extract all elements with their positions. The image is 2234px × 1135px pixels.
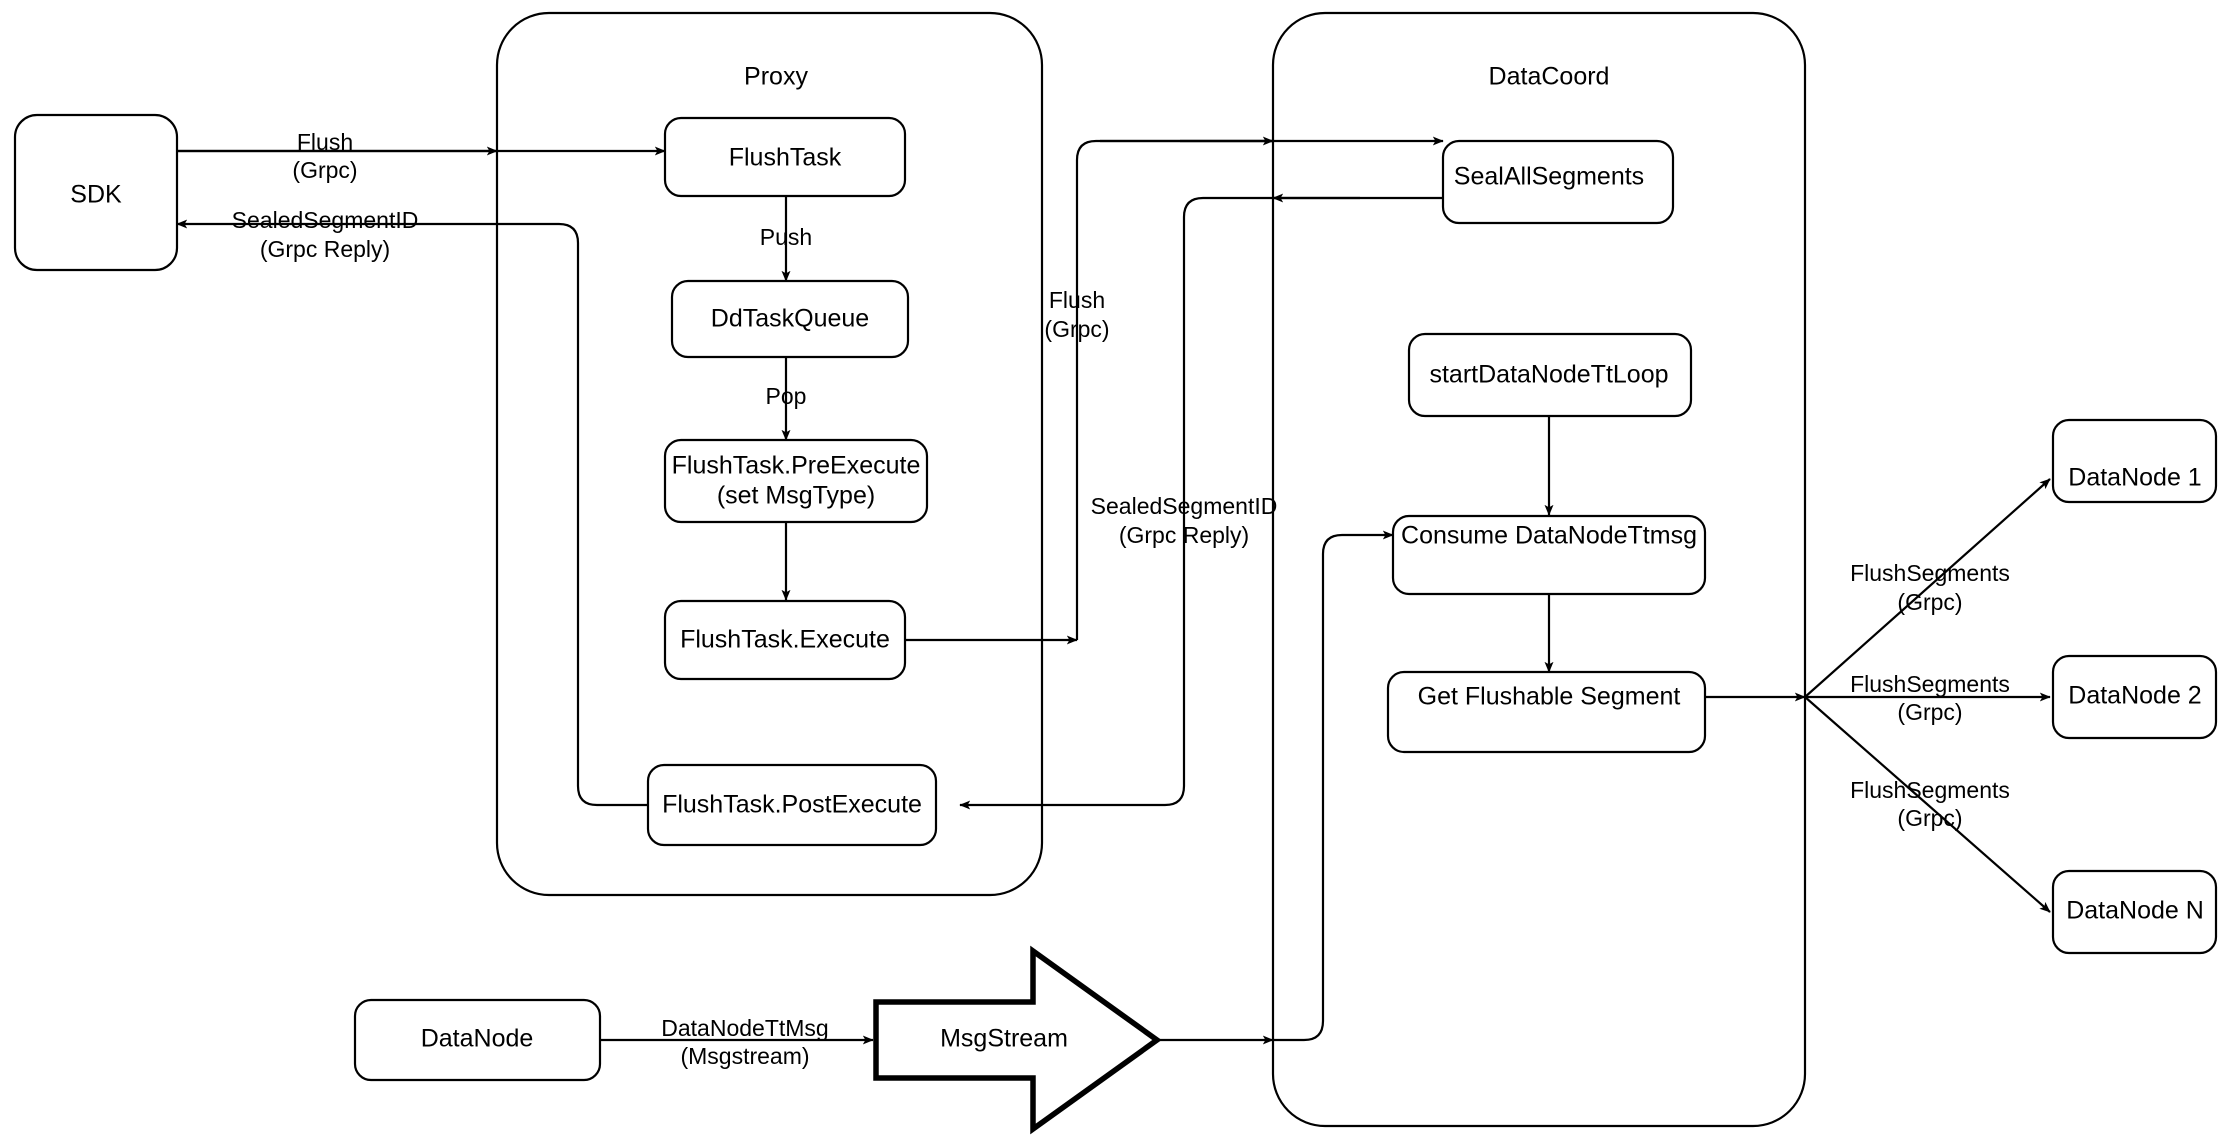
datanode-1-box[interactable] xyxy=(2051,418,2218,504)
consume-datanodettmsg-box[interactable] xyxy=(1391,514,1707,596)
node-get-flushable-segment[interactable]: Get Flushable Segment xyxy=(1386,670,1707,754)
node-ddtaskqueue[interactable]: DdTaskQueue xyxy=(670,279,910,359)
startdatanodettloop-label: startDataNodeTtLoop xyxy=(1429,361,1668,389)
edge-label-flushsegments-n-line2: (Grpc) xyxy=(1897,805,1962,831)
datanode-n-label: DataNode N xyxy=(2066,897,2204,925)
edge-label-flushsegments-1-line2: (Grpc) xyxy=(1897,589,1962,615)
ddtaskqueue-box[interactable] xyxy=(670,279,910,359)
datanode-n-box[interactable] xyxy=(2051,869,2218,955)
preexecute-label-line1: FlushTask.PreExecute xyxy=(672,452,921,480)
edge-label-datanodettmsg-line2: (Msgstream) xyxy=(680,1043,809,1069)
execute-box[interactable] xyxy=(663,599,907,681)
datanode-source-box[interactable] xyxy=(353,998,602,1082)
datacoord-group-label: DataCoord xyxy=(1489,63,1610,91)
sdk-label: SDK xyxy=(70,181,122,209)
group-datacoord: DataCoord xyxy=(1271,11,1807,1128)
startdatanodettloop-box[interactable] xyxy=(1407,332,1693,418)
ddtaskqueue-label: DdTaskQueue xyxy=(711,305,869,333)
edge-label-coord-reply-line1: SealedSegmentID xyxy=(1091,493,1278,519)
datanode-2-box[interactable] xyxy=(2051,654,2218,740)
sealallsegments-box[interactable] xyxy=(1441,139,1675,225)
node-datanode-n[interactable]: DataNode N xyxy=(2051,869,2218,955)
msgstream-arrow-shape[interactable] xyxy=(873,945,1162,1135)
edge-label-flush-to-coord-line1: Flush xyxy=(1049,287,1105,313)
sdk-box[interactable] xyxy=(13,113,179,272)
node-sdk[interactable]: SDK xyxy=(13,113,179,272)
preexecute-label-line2: (set MsgType) xyxy=(717,482,875,510)
postexecute-box[interactable] xyxy=(646,763,938,847)
edge-sealallsegments-reply-to-postexecute xyxy=(959,196,1443,810)
get-flushable-segment-box[interactable] xyxy=(1386,670,1707,754)
edge-label-pop: Pop xyxy=(766,383,807,409)
datanode-source-label: DataNode xyxy=(421,1025,534,1053)
proxy-group-label: Proxy xyxy=(744,63,808,91)
datacoord-container-border xyxy=(1271,11,1807,1128)
node-datanode-source[interactable]: DataNode xyxy=(353,998,602,1082)
postexecute-label: FlushTask.PostExecute xyxy=(662,791,922,819)
edge-label-flush-grpc-line1: Flush xyxy=(297,129,353,155)
node-flushtask[interactable]: FlushTask xyxy=(663,116,907,198)
edge-msgstream-into-consume xyxy=(1273,530,1394,1042)
get-flushable-segment-label: Get Flushable Segment xyxy=(1418,683,1681,711)
edge-fanout-to-datanode-n xyxy=(1804,696,2051,913)
edge-postexecute-to-sdk xyxy=(176,219,655,807)
node-datanode-1[interactable]: DataNode 1 xyxy=(2051,418,2218,504)
edge-label-flush-to-coord-line2: (Grpc) xyxy=(1044,316,1109,342)
node-msgstream[interactable]: MsgStream xyxy=(873,945,1162,1135)
edge-fanout-to-datanode-1 xyxy=(1804,478,2051,698)
flushtask-box[interactable] xyxy=(663,116,907,198)
datanode-1-label: DataNode 1 xyxy=(2068,464,2201,492)
node-flushtask-preexecute[interactable]: FlushTask.PreExecute (set MsgType) xyxy=(663,438,929,524)
edge-label-flushsegments-1-line1: FlushSegments xyxy=(1850,560,2010,586)
node-flushtask-execute[interactable]: FlushTask.Execute xyxy=(663,599,907,681)
edge-label-coord-reply-line2: (Grpc Reply) xyxy=(1119,522,1249,548)
node-datanode-2[interactable]: DataNode 2 xyxy=(2051,654,2218,740)
edge-label-datanodettmsg-line1: DataNodeTtMsg xyxy=(661,1015,828,1041)
edge-label-flushsegments-n-line1: FlushSegments xyxy=(1850,777,2010,803)
node-startdatanodettloop[interactable]: startDataNodeTtLoop xyxy=(1407,332,1693,418)
flushtask-label: FlushTask xyxy=(729,144,842,172)
msgstream-label: MsgStream xyxy=(940,1025,1068,1053)
edge-label-flushsegments-2-line2: (Grpc) xyxy=(1897,699,1962,725)
edge-label-flush-grpc-line2: (Grpc) xyxy=(292,157,357,183)
edge-label-sealedsegmentid-reply-line1: SealedSegmentID xyxy=(232,207,419,233)
edge-label-push: Push xyxy=(760,224,812,250)
sealallsegments-label: SealAllSegments xyxy=(1454,163,1644,191)
node-flushtask-postexecute[interactable]: FlushTask.PostExecute xyxy=(646,763,938,847)
edge-label-sealedsegmentid-reply-line2: (Grpc Reply) xyxy=(260,236,390,262)
node-sealallsegments[interactable]: SealAllSegments xyxy=(1441,139,1675,225)
group-proxy: Proxy xyxy=(495,11,1044,897)
edge-label-flushsegments-2-line1: FlushSegments xyxy=(1850,671,2010,697)
consume-datanodettmsg-label: Consume DataNodeTtmsg xyxy=(1401,522,1697,550)
proxy-container-border xyxy=(495,11,1044,897)
execute-label: FlushTask.Execute xyxy=(680,626,890,654)
node-consume-datanodettmsg[interactable]: Consume DataNodeTtmsg xyxy=(1391,514,1707,596)
preexecute-box[interactable] xyxy=(663,438,929,524)
datanode-2-label: DataNode 2 xyxy=(2068,682,2201,710)
edge-flush-trunk-vertical xyxy=(1075,139,1273,640)
